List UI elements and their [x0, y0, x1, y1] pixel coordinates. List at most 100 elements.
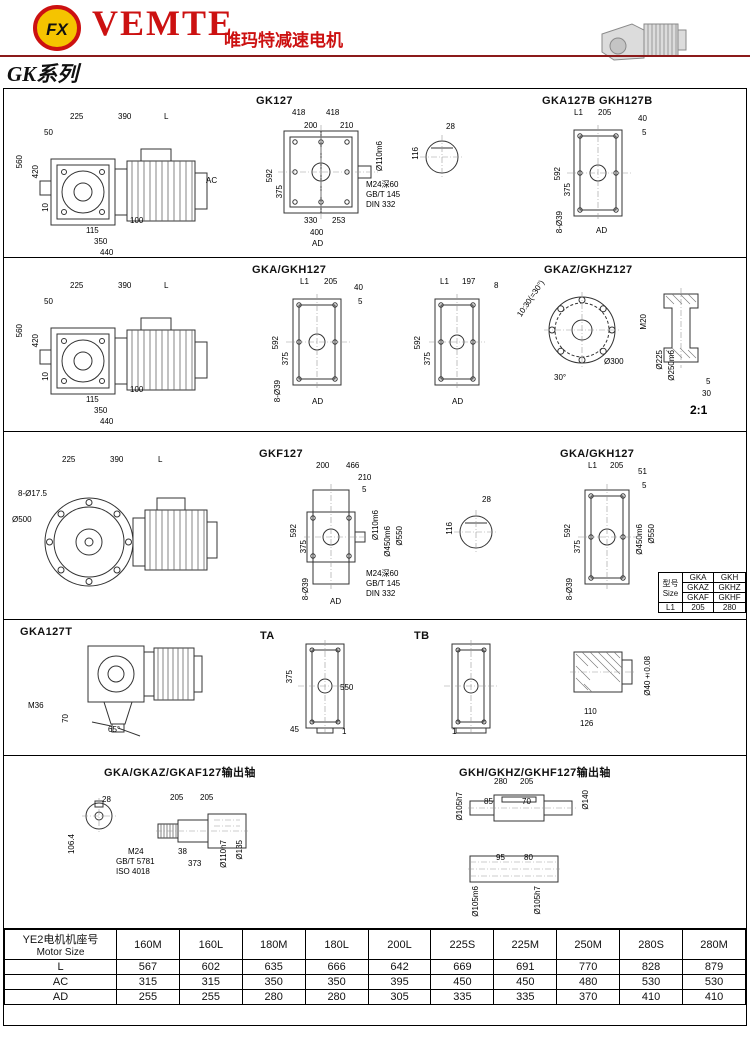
dim-label: Ø550 — [395, 526, 404, 546]
dim-label: L1 — [440, 277, 449, 286]
motor-column: 280M — [682, 929, 746, 960]
dim-label: 95 — [496, 853, 505, 862]
motor-cell: 255 — [178, 989, 243, 1005]
dim-label: 5 — [362, 485, 367, 494]
dim-label: 418 — [292, 108, 306, 117]
dim-label: 115 — [86, 395, 99, 404]
dim-label: 560 — [15, 155, 24, 169]
panel-title-gka127b: GKA127B GKH127B — [542, 95, 653, 107]
dim-label: 28 — [446, 122, 455, 131]
gkhz-front-view-drawing — [429, 294, 485, 390]
motor-cell: 255 — [116, 989, 180, 1005]
dim-label: 560 — [15, 324, 24, 338]
dim-label: 8-Ø17.5 — [18, 489, 47, 498]
size-cell: GKAZ — [681, 582, 715, 593]
dim-label: 592 — [271, 336, 280, 350]
vemte-logo: FX — [33, 5, 81, 51]
dim-label: 592 — [553, 167, 562, 181]
gkaz-flange-circle-drawing — [544, 292, 620, 368]
dim-label: Ø250m6 — [667, 350, 676, 381]
dim-label: 253 — [332, 216, 346, 225]
dim-label: 420 — [31, 165, 40, 179]
dim-label: 45 — [290, 725, 299, 734]
dim-label: 100 — [130, 216, 144, 225]
dim-label: 40 — [638, 114, 647, 123]
dim-label: 400 — [310, 228, 324, 237]
section-gkf127: 225 390 L 8-Ø17.5 Ø500 GKF127 200 466 21… — [4, 432, 746, 620]
dim-label: 390 — [118, 112, 132, 121]
dim-label: 225 — [70, 281, 84, 290]
shaft-section-drawing — [420, 135, 464, 179]
shaft-a-end-view-drawing — [82, 798, 116, 832]
svg-text:FX: FX — [46, 20, 69, 39]
panel-title-gkaz-gkhz127: GKAZ/GKHZ127 — [544, 264, 633, 276]
gka-gkh127-front-view-drawing — [286, 294, 350, 390]
dim-label: 330 — [304, 216, 318, 225]
brand-name: VEMTE — [92, 3, 235, 43]
panel-title-gka127t: GKA127T — [20, 626, 73, 638]
dim-label: 80 — [524, 853, 533, 862]
dim-label: 70 — [522, 797, 531, 806]
dim-label: 30° — [554, 373, 567, 382]
dim-label: 205 — [200, 793, 214, 802]
motor-column: 200L — [367, 929, 432, 960]
motor-cell: 450 — [493, 974, 558, 990]
dim-label: 225 — [70, 112, 84, 121]
dim-label: 10:30(=30°) — [515, 278, 547, 319]
size-cell: 280 — [713, 602, 746, 613]
dim-label: 466 — [346, 461, 360, 470]
motor-cell: 567 — [116, 959, 180, 975]
motor-column: 250M — [556, 929, 621, 960]
dim-label: 373 — [188, 859, 202, 868]
dim-label: 70 — [61, 714, 70, 723]
dim-label: Ø135 — [235, 840, 244, 860]
dim-label: Ø105h7 — [533, 886, 542, 915]
dim-label: 440 — [100, 417, 114, 426]
dim-label: 375 — [285, 670, 294, 684]
dim-label: 5 — [706, 377, 711, 386]
section-motor-table: YE2电机机座号 Motor Size 160M 160L 180M 180L … — [4, 929, 746, 1027]
dim-label: AD — [330, 597, 342, 606]
thread-note: GB/T 145 — [366, 579, 401, 588]
motor-cell: 480 — [556, 974, 621, 990]
dim-label: 390 — [110, 455, 124, 464]
size-cell: GKA — [681, 572, 715, 583]
size-cell: GKHZ — [713, 582, 746, 593]
dim-label: GB/T 5781 — [116, 857, 155, 866]
dim-label: M24 — [128, 847, 144, 856]
motor-cell: 280 — [304, 989, 369, 1005]
dim-label: 5 — [642, 128, 647, 137]
dim-label: L1 — [588, 461, 597, 470]
motor-cell: 335 — [430, 989, 495, 1005]
dim-label: 50 — [44, 297, 53, 306]
dim-label: 350 — [94, 237, 108, 246]
dim-label: 592 — [413, 336, 422, 350]
dim-label: Ø110m6 — [375, 141, 384, 172]
gka127b-front-view-drawing — [567, 125, 631, 221]
panel-title-gka-gkh127: GKA/GKH127 — [252, 264, 327, 276]
dim-label: Ø110h7 — [219, 840, 228, 868]
dim-label: 390 — [118, 281, 132, 290]
dim-label: Ø300 — [604, 357, 624, 366]
dim-label: 106.4 — [67, 834, 76, 855]
dim-label: Ø450m6 — [383, 526, 392, 557]
section-output-shafts: GKA/GKAZ/GKAF127输出轴 28 106.4 205 205 M24… — [4, 756, 746, 929]
dim-label: 592 — [289, 524, 298, 538]
dim-label: 126 — [580, 719, 594, 728]
header-divider — [0, 55, 750, 57]
dim-label: Ø40±0.08 — [643, 656, 652, 696]
thread-note: DIN 332 — [366, 589, 396, 598]
dim-label: AC — [206, 176, 218, 185]
dim-label: 280 — [494, 777, 508, 786]
gearbox-photo-icon — [601, 23, 687, 61]
dim-label: 375 — [275, 185, 284, 199]
gkf127-side-view-drawing — [44, 497, 218, 587]
motor-cell: 828 — [619, 959, 684, 975]
motor-column: 160M — [116, 929, 180, 960]
dim-label: 10 — [41, 372, 50, 381]
motor-cell: 410 — [682, 989, 746, 1005]
gka127-side-view-drawing — [39, 317, 208, 395]
dim-label: L — [164, 112, 169, 121]
gkf127-front-view-drawing — [304, 484, 367, 590]
dim-label: 28 — [482, 495, 491, 504]
